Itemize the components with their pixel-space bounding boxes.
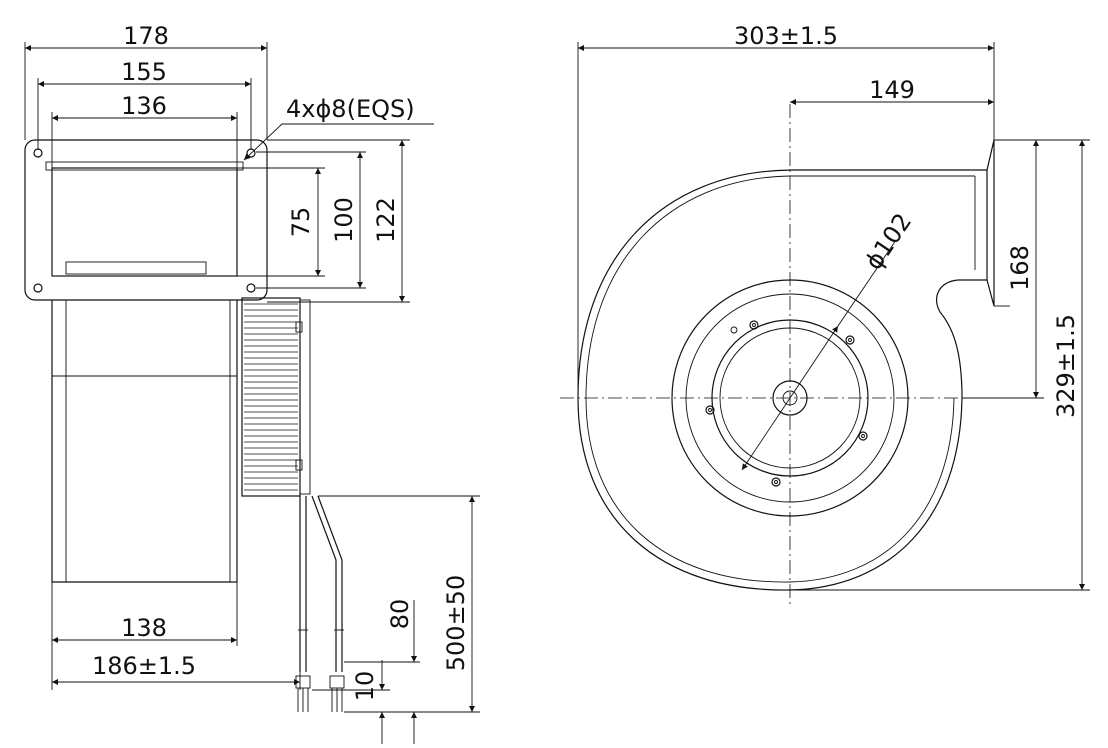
dim-136: 136 [121,92,167,120]
dim-186: 186±1.5 [92,652,196,680]
housing-body [51,300,238,583]
dim-178: 178 [123,22,169,50]
scroll-housing [577,169,987,591]
outlet-opening [51,167,238,277]
dim-122: 122 [372,197,400,243]
mount-hole [33,283,43,293]
outlet-flange [986,139,995,307]
dim-138: 138 [121,614,167,642]
motor-cables [295,495,345,712]
motor-fins [244,303,298,491]
mount-hole [246,283,256,293]
flange-plate [24,139,268,301]
front-view: 303±1.5 149 ϕ102 168 329±1.5 [560,22,1090,606]
dim-75: 75 [287,207,315,238]
dim-10: 10 [351,671,379,702]
dim-155: 155 [121,58,167,86]
dim-holes: 4xϕ8(EQS) [286,95,415,123]
dim-80: 80 [386,599,414,630]
dim-500: 500±50 [442,575,470,671]
mount-hole [33,148,43,158]
dim-100: 100 [330,197,358,243]
dim-329: 329±1.5 [1052,314,1080,418]
dim-303: 303±1.5 [734,22,838,50]
dim-102: ϕ102 [860,208,918,275]
dim-168: 168 [1006,245,1034,291]
side-view: 178 155 136 4xϕ8(EQS) 75 100 122 138 186… [24,22,480,744]
dim-149: 149 [869,76,915,104]
